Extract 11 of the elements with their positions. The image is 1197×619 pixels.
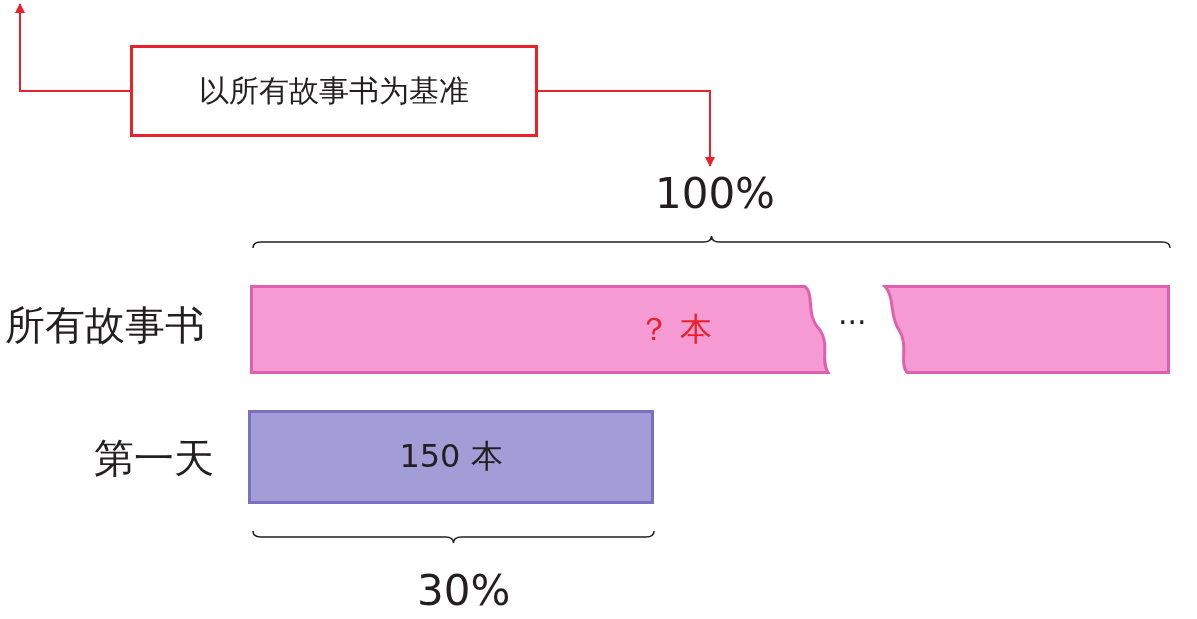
percent-label: 100%: [654, 168, 776, 218]
ellipsis: ···: [838, 308, 867, 338]
arrow: [537, 90, 715, 167]
quantity-label: 150 本: [399, 436, 503, 477]
quantity-label: ？ 本: [638, 308, 713, 350]
row-label: 所有故事书: [5, 305, 205, 345]
row-label: 第一天: [94, 438, 214, 478]
note-box: [130, 45, 538, 137]
note-text: 以所有故事书为基准: [199, 71, 469, 110]
percent-label: 30%: [417, 570, 511, 612]
arrow: [15, 3, 131, 92]
